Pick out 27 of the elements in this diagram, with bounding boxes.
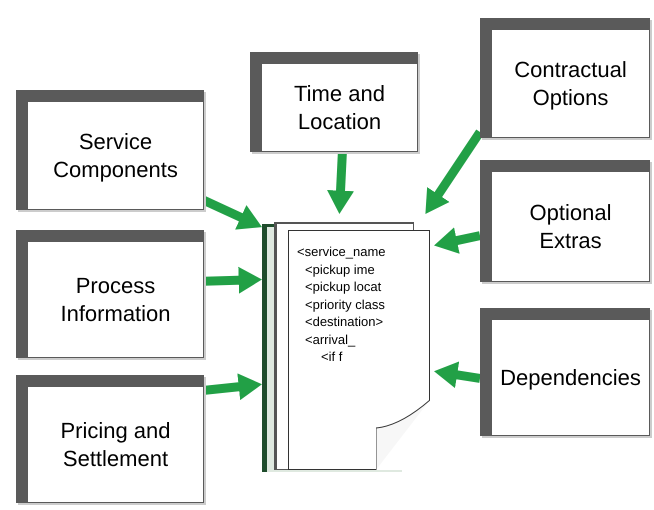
block-label: Process Information (59, 272, 172, 327)
block-arrow (327, 152, 354, 214)
raised-block (16, 90, 204, 210)
code-line: <service_name (297, 243, 387, 261)
block-label: Time and Location (293, 80, 386, 135)
block-arrow (425, 130, 484, 214)
raised-block (480, 308, 650, 436)
code-line: <arrival_ (304, 330, 356, 348)
block-arrow (204, 373, 262, 400)
code-line: <pickup locat (304, 278, 382, 296)
block-label: Service Components (52, 128, 179, 183)
code-line: <if f (320, 348, 344, 366)
block-label: Dependencies (500, 364, 641, 392)
block-label: Contractual Options (513, 56, 628, 111)
raised-block (16, 375, 204, 503)
code-line: <destination> (304, 313, 384, 331)
block-label: Optional Extras (528, 199, 612, 254)
raised-block (250, 52, 418, 152)
raised-block (480, 160, 650, 282)
code-line: <priority class (304, 296, 386, 314)
block-label: Pricing and Settlement (59, 417, 172, 472)
raised-block (16, 230, 204, 358)
code-line: <pickup ime (304, 260, 376, 278)
block-arrow (434, 361, 481, 388)
block-arrow (434, 227, 481, 254)
raised-block (480, 18, 650, 138)
block-arrow (204, 266, 262, 294)
